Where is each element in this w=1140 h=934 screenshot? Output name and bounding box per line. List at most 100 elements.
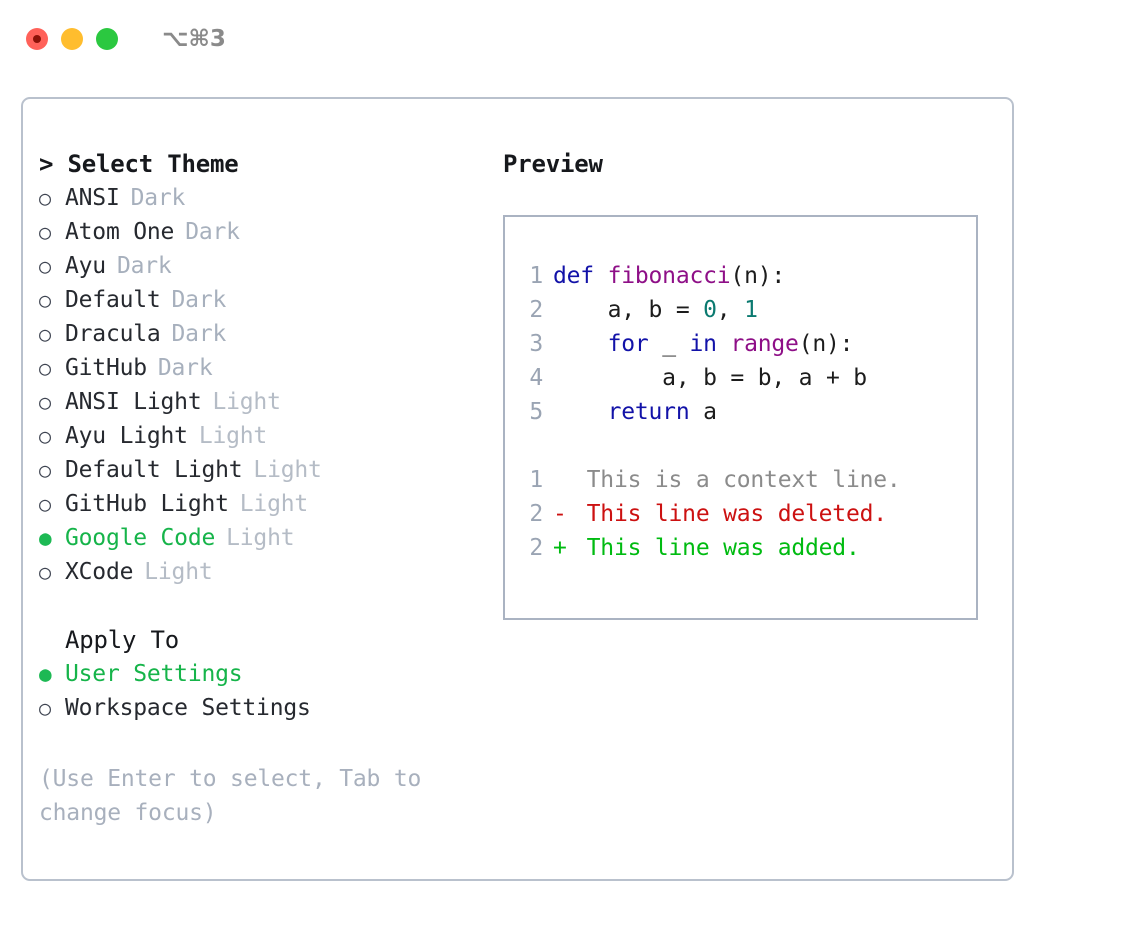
diff-line-del: 2- This line was deleted. — [517, 497, 976, 531]
code-line-text: a, b = 0, 1 — [553, 293, 758, 327]
radio-unselected-icon: ○ — [39, 492, 51, 516]
theme-option-atom-one[interactable]: ○ Atom One Dark — [39, 215, 489, 249]
theme-category-label: Light — [144, 559, 213, 585]
window-controls — [26, 28, 118, 50]
theme-category-label: Light — [198, 423, 268, 449]
radio-selected-icon: ● — [39, 662, 52, 686]
radio-unselected-icon: ○ — [39, 458, 51, 482]
theme-category-label: Light — [212, 389, 281, 415]
theme-option-label: Ayu Light — [65, 423, 188, 449]
theme-option-ayu[interactable]: ○ Ayu Dark — [39, 249, 489, 283]
code-line-number: 4 — [529, 365, 543, 391]
diff-line-ctx: 1 This is a context line. — [517, 463, 976, 497]
section-spacer — [39, 589, 489, 623]
code-token-pl: (n): — [730, 263, 786, 289]
diff-line-number: 2 — [529, 535, 543, 561]
theme-option-ansi-light[interactable]: ○ ANSI Light Light — [39, 385, 489, 419]
radio-unselected-icon: ○ — [39, 390, 51, 414]
theme-option-default-light[interactable]: ○ Default Light Light — [39, 453, 489, 487]
code-token-pl: a, b = — [553, 297, 704, 323]
diff-line-add: 2 + This line was added. — [517, 531, 976, 565]
theme-option-xcode[interactable]: ○ XCode Light — [39, 555, 489, 589]
code-line: 2 a, b = 0, 1 — [517, 293, 976, 327]
code-line-number: 5 — [529, 399, 543, 425]
diff-line-number: 2 — [529, 501, 543, 527]
theme-category-label: Dark — [185, 219, 240, 245]
diff-marker-icon: + — [553, 535, 567, 561]
code-token-pl: _ — [648, 331, 690, 357]
theme-option-label: ANSI Light — [65, 389, 202, 415]
code-token-num: 0 — [703, 297, 717, 323]
code-line-number: 2 — [529, 297, 543, 323]
apply-to-header: Apply To — [65, 626, 179, 654]
code-line-text: def fibonacci(n): — [553, 259, 785, 293]
diff-marker-icon: - — [553, 501, 567, 527]
theme-option-label: Ayu — [65, 253, 106, 279]
theme-category-label: Dark — [171, 321, 227, 347]
radio-unselected-icon: ○ — [39, 288, 51, 312]
theme-option-google-code[interactable]: ● Google Code Light — [39, 521, 489, 555]
code-line: 3 for _ in range(n): — [517, 327, 976, 361]
theme-category-label: Light — [239, 491, 309, 517]
theme-option-label: Default — [65, 287, 161, 313]
apply-to-option-workspace-settings[interactable]: ○Workspace Settings — [39, 691, 489, 725]
maximize-icon[interactable] — [96, 28, 118, 50]
theme-option-label: Dracula — [65, 321, 161, 347]
theme-option-label: Atom One — [65, 219, 175, 245]
code-token-pl: a, b = b, a + b — [553, 365, 867, 391]
theme-option-label: Default Light — [65, 457, 243, 483]
theme-category-label: Dark — [116, 253, 172, 279]
code-token-fn: range — [730, 331, 799, 357]
theme-category-label: Dark — [157, 355, 213, 381]
theme-option-label: GitHub — [65, 355, 147, 381]
code-diff-spacer — [517, 429, 976, 463]
diff-sample: 1 This is a context line.2- This line wa… — [517, 463, 976, 565]
theme-option-label: Google Code — [65, 525, 216, 551]
code-token-pl: (n): — [798, 331, 854, 357]
radio-unselected-icon: ○ — [39, 560, 51, 584]
code-line-text: return a — [553, 395, 717, 429]
code-token-kw: def — [553, 263, 608, 289]
apply-to-option-label: User Settings — [65, 661, 243, 687]
diff-line-number: 1 — [529, 467, 543, 493]
theme-category-label: Dark — [130, 185, 186, 211]
radio-selected-icon: ● — [39, 526, 52, 550]
keyboard-hint-text: (Use Enter to select, Tab to change focu… — [39, 766, 422, 826]
theme-option-dracula[interactable]: ○ Dracula Dark — [39, 317, 489, 351]
code-token-kw: return — [607, 399, 690, 425]
code-token-pl: a — [689, 399, 717, 425]
close-icon[interactable] — [26, 28, 48, 50]
radio-unselected-icon: ○ — [39, 254, 51, 278]
theme-category-label: Light — [253, 457, 322, 483]
diff-line-text: This is a context line. — [573, 467, 901, 493]
select-theme-header: > Select Theme — [39, 150, 239, 178]
code-line-number: 1 — [529, 263, 543, 289]
code-token-fn: fibonacci — [607, 263, 731, 289]
keyboard-shortcut-label: ⌥⌘3 — [162, 26, 226, 52]
theme-option-label: ANSI — [65, 185, 120, 211]
code-line: 4 a, b = b, a + b — [517, 361, 976, 395]
diff-marker-icon — [553, 463, 573, 497]
radio-unselected-icon: ○ — [39, 322, 51, 346]
radio-unselected-icon: ○ — [39, 220, 51, 244]
code-token-pl — [553, 331, 608, 357]
apply-to-option-user-settings[interactable]: ● User Settings — [39, 657, 489, 691]
theme-option-label: XCode — [65, 559, 134, 585]
code-token-num: 1 — [744, 297, 758, 323]
apply-to-list: ● User Settings ○Workspace Settings — [39, 657, 489, 725]
theme-category-label: Light — [226, 525, 295, 551]
minimize-icon[interactable] — [61, 28, 83, 50]
diff-line-text: This line was deleted. — [573, 501, 887, 527]
code-token-pl — [553, 399, 608, 425]
diff-line-text: This line was added. — [573, 535, 860, 561]
